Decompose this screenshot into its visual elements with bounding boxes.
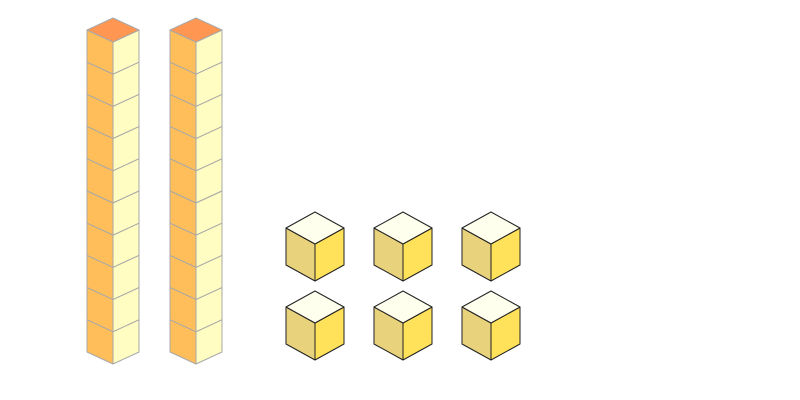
unit-cube: [373, 211, 433, 282]
rod-top-face: [169, 17, 223, 43]
unit-cube-top-face: [461, 290, 521, 324]
unit-cube-top-face: [285, 290, 345, 324]
unit-cube: [461, 211, 521, 282]
rod-cube-right-face: [112, 319, 140, 365]
unit-cube: [373, 290, 433, 361]
ten-rod: [169, 17, 223, 365]
unit-cube: [461, 290, 521, 361]
unit-cube-top-face: [373, 211, 433, 245]
unit-cube-top-face: [461, 211, 521, 245]
unit-cube-top-face: [373, 290, 433, 324]
ten-rod: [86, 17, 140, 365]
ten-rods-group: [86, 17, 223, 365]
unit-cube-top-face: [285, 211, 345, 245]
rod-top-face: [86, 17, 140, 43]
rod-cube-right-face: [195, 319, 223, 365]
unit-cube: [285, 211, 345, 282]
unit-cubes-group: [285, 211, 521, 361]
unit-cube: [285, 290, 345, 361]
